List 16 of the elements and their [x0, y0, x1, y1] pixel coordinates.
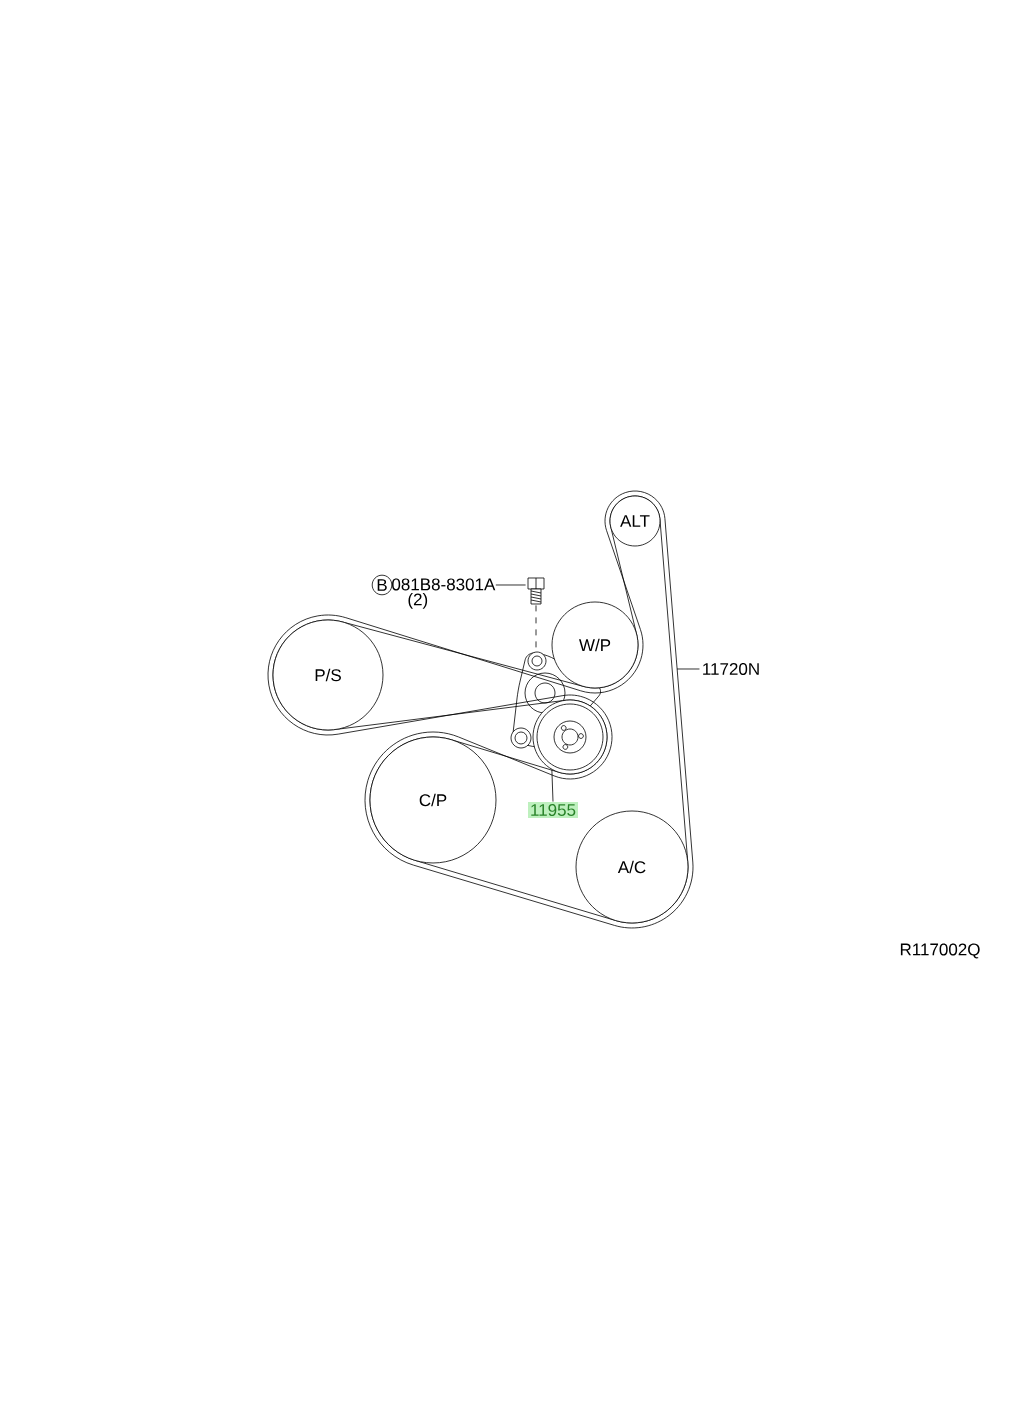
pulley: A/C: [575, 810, 689, 924]
circled-letter: B: [371, 574, 393, 596]
pulley: W/P: [551, 601, 639, 689]
part-number: 11720N: [703, 663, 759, 675]
part-number: 081B8-8301A (2): [392, 578, 496, 609]
pulley: C/P: [369, 736, 497, 864]
pulley: ALT: [609, 495, 661, 547]
drawing-number: R117002Q: [900, 943, 980, 959]
leader-line: [676, 668, 700, 670]
bolt-drawing: [527, 577, 545, 605]
idler-pulley: [532, 699, 608, 775]
leader-line: [495, 584, 526, 586]
installation-line: [535, 605, 537, 648]
pulley: P/S: [272, 619, 384, 731]
part-number: 11955: [528, 801, 578, 818]
leader-line: [551, 769, 554, 802]
